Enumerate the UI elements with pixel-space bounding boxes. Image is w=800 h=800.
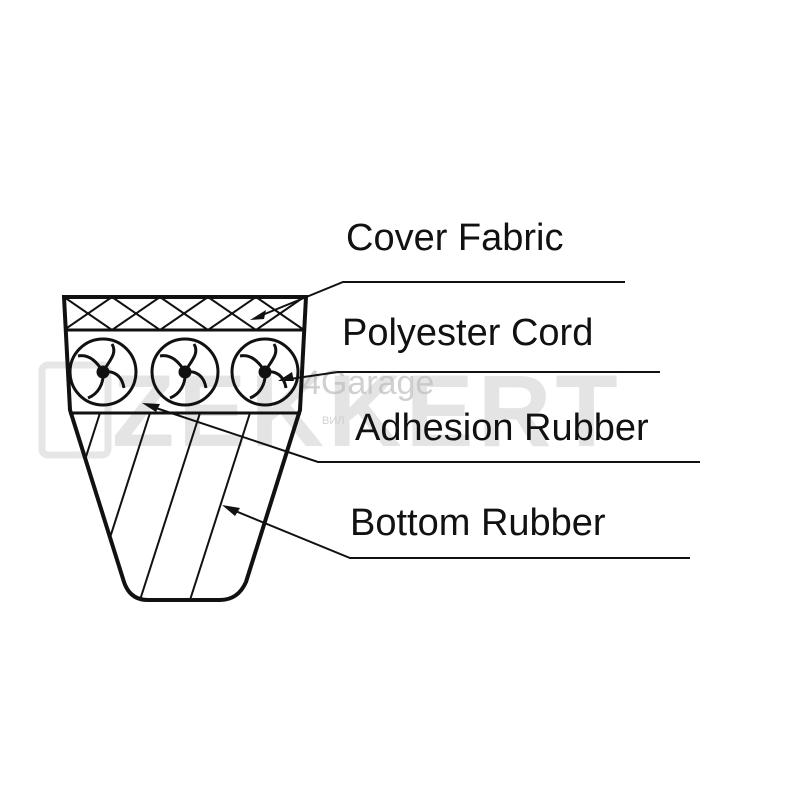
belt-outline <box>61 295 309 602</box>
arrow-adhesion-rubber <box>142 403 160 412</box>
watermark-small-text: ВИЛ <box>322 415 344 427</box>
arrow-bottom-rubber <box>222 505 240 516</box>
leader-lines <box>149 281 700 559</box>
watermark-site: 4Garage <box>302 364 434 402</box>
cord-circle-1 <box>68 337 138 407</box>
cord-circle-2 <box>150 337 220 407</box>
leader-bottom-rubber <box>227 507 690 559</box>
label-bottom-rubber: Bottom Rubber <box>350 502 606 544</box>
arrow-heads <box>142 310 294 516</box>
label-adhesion-rubber: Adhesion Rubber <box>355 407 649 449</box>
leader-cover-fabric <box>254 281 625 319</box>
leader-adhesion-rubber <box>149 405 700 463</box>
watermark-logo-shape <box>38 361 112 459</box>
belt-cross-section <box>61 295 309 602</box>
label-cover-fabric: Cover Fabric <box>346 217 564 259</box>
cord-circle-3 <box>230 337 300 407</box>
labels: Cover Fabric Polyester Cord Adhesion Rub… <box>342 217 649 544</box>
arrow-polyester-cord <box>278 372 294 381</box>
cover-fabric-layer <box>64 297 306 330</box>
leader-polyester-cord <box>282 371 660 381</box>
arrow-cover-fabric <box>250 310 266 320</box>
polyester-cord-layer <box>68 337 300 407</box>
label-polyester-cord: Polyester Cord <box>342 312 593 354</box>
